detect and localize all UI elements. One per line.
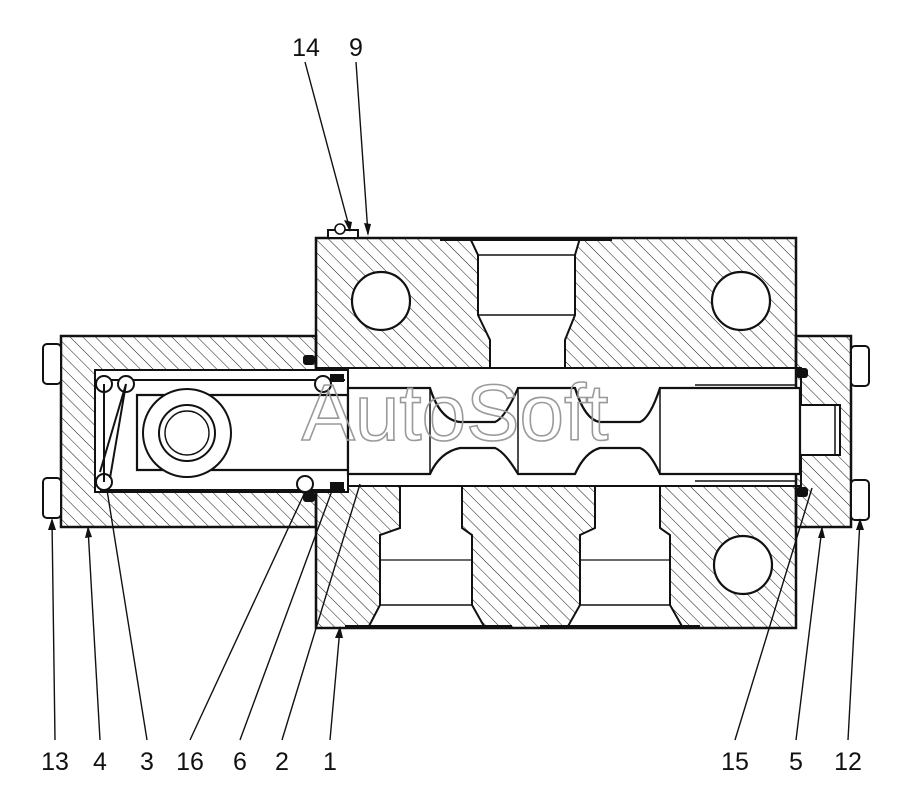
return-spring	[95, 375, 345, 493]
callout-16: 16	[176, 748, 204, 776]
callout-3: 3	[140, 748, 154, 776]
mounting-hole-bottom-right	[712, 534, 774, 596]
callout-labels: 14 9 13 4 3 16 6 2 1 15 5 12	[41, 34, 862, 776]
leader-lines	[51, 61, 861, 741]
seal-rings	[303, 355, 808, 502]
callout-2: 2	[275, 748, 289, 776]
left-bolts	[42, 343, 62, 519]
watermark: AutoSoft	[302, 368, 609, 457]
callout-6: 6	[233, 748, 247, 776]
right-end-cap	[794, 334, 853, 529]
mounting-hole-top-left	[350, 270, 412, 332]
callout-13: 13	[41, 748, 69, 776]
right-bolts	[850, 345, 870, 521]
mounting-hole-top-right	[710, 270, 772, 332]
callout-12: 12	[834, 748, 862, 776]
callout-9: 9	[349, 34, 363, 62]
callout-15: 15	[721, 748, 749, 776]
spool	[135, 384, 802, 482]
leader-arrowheads	[48, 220, 864, 638]
callout-4: 4	[93, 748, 107, 776]
top-fitting	[327, 223, 359, 239]
callout-5: 5	[789, 748, 803, 776]
right-end-plug	[795, 404, 841, 456]
callout-1: 1	[323, 748, 337, 776]
callout-14: 14	[292, 34, 320, 62]
